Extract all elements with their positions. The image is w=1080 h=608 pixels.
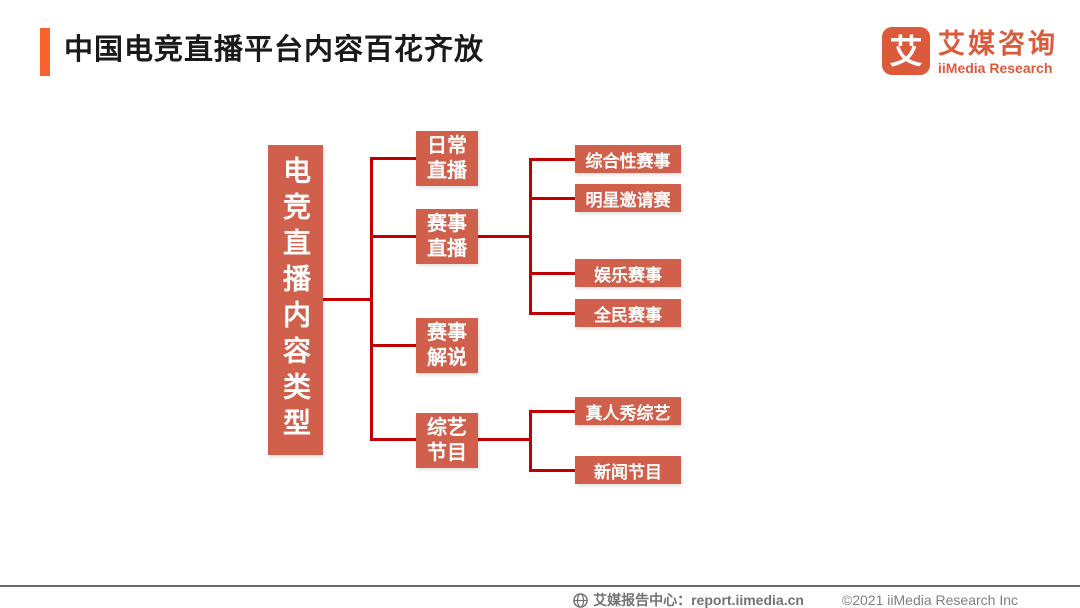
tree-root-node: 电竞直播内容类型 bbox=[268, 145, 323, 455]
branch-label-line: 赛事 bbox=[427, 321, 467, 344]
tree-leaf-star-invitational: 明星邀请赛 bbox=[575, 184, 681, 212]
iimedia-logo-icon: 艾 bbox=[882, 27, 930, 75]
connector-leaf-news bbox=[529, 469, 575, 472]
connector-variety-to-group bbox=[478, 438, 532, 441]
tree-branch-match-commentary: 赛事 解说 bbox=[416, 318, 478, 373]
branch-label-line: 日常 bbox=[427, 134, 467, 157]
tree-leaf-public-matches: 全民赛事 bbox=[575, 299, 681, 327]
connector-group1-vertical bbox=[529, 158, 532, 315]
tree-leaf-comprehensive-matches: 综合性赛事 bbox=[575, 145, 681, 173]
branch-label-line: 综艺 bbox=[427, 416, 467, 439]
tree-branch-variety-show: 综艺 节目 bbox=[416, 413, 478, 468]
logo-glyph: 艾 bbox=[889, 32, 923, 70]
connector-leaf-star bbox=[529, 197, 575, 200]
logo-name-cn: 艾媒咨询 bbox=[938, 29, 1058, 59]
tree-root-label: 电竞直播内容类型 bbox=[280, 156, 311, 444]
connector-trunk-vertical bbox=[370, 157, 373, 441]
connector-match-to-group bbox=[478, 235, 532, 238]
connector-leaf-public bbox=[529, 312, 575, 315]
connector-leaf-entertainment bbox=[529, 272, 575, 275]
tree-branch-match-stream: 赛事 直播 bbox=[416, 209, 478, 264]
branch-label-line: 节目 bbox=[427, 441, 467, 464]
branch-label-line: 解说 bbox=[427, 346, 467, 369]
connector-group2-vertical bbox=[529, 410, 532, 472]
logo-text: 艾媒咨询 iiMedia Research bbox=[938, 27, 1058, 76]
footer-divider bbox=[0, 585, 1080, 587]
title-accent-bar bbox=[40, 28, 50, 76]
footer-report-center-text: 艾媒报告中心：report.iimedia.cn bbox=[593, 592, 804, 608]
footer: 艾媒报告中心：report.iimedia.cn ©2021 iiMedia R… bbox=[573, 590, 1018, 608]
connector-branch-match bbox=[370, 235, 416, 238]
connector-leaf-reality bbox=[529, 410, 575, 413]
connector-branch-variety bbox=[370, 438, 416, 441]
tree-leaf-news-program: 新闻节目 bbox=[575, 456, 681, 484]
branch-label-line: 直播 bbox=[427, 159, 467, 182]
footer-copyright: ©2021 iiMedia Research Inc bbox=[841, 592, 1018, 608]
logo-name-en: iiMedia Research bbox=[938, 60, 1053, 76]
branch-label-line: 赛事 bbox=[427, 212, 467, 235]
tree-branch-daily-stream: 日常 直播 bbox=[416, 131, 478, 186]
iimedia-logo: 艾 艾媒咨询 iiMedia Research bbox=[882, 27, 1058, 76]
footer-report-center: 艾媒报告中心：report.iimedia.cn bbox=[573, 590, 804, 608]
branch-label-line: 直播 bbox=[427, 237, 467, 260]
tree-leaf-reality-show: 真人秀综艺 bbox=[575, 397, 681, 425]
tree-leaf-entertainment-matches: 娱乐赛事 bbox=[575, 259, 681, 287]
globe-icon bbox=[573, 592, 588, 608]
connector-branch-daily bbox=[370, 157, 416, 160]
connector-branch-commentary bbox=[370, 344, 416, 347]
connector-root-to-trunk bbox=[323, 298, 370, 301]
connector-leaf-comprehensive bbox=[529, 158, 575, 161]
page-title: 中国电竞直播平台内容百花齐放 bbox=[64, 34, 485, 66]
